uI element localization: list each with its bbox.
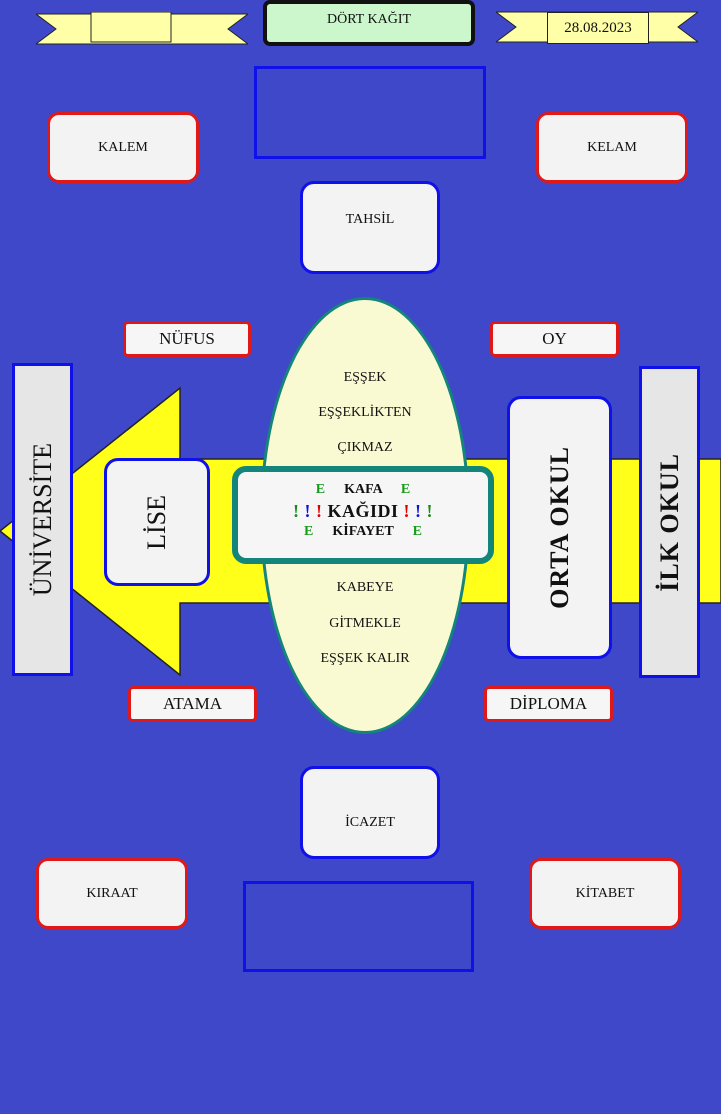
tahsil-box: TAHSİL	[300, 181, 440, 274]
e-mark: E	[304, 524, 314, 539]
kafa-text: KAFA	[344, 482, 382, 497]
empty-bottom-box	[243, 881, 474, 972]
oval-line-5: GİTMEKLE	[329, 616, 401, 631]
universite-text: ÜNİVERSİTE	[27, 442, 57, 597]
oval-line-6: EŞŞEK KALIR	[320, 651, 410, 666]
bang-mark: !	[292, 501, 300, 521]
kitabet-box: KİTABET	[529, 858, 681, 929]
orta-okul-box: ORTA OKUL	[507, 396, 612, 659]
icazet-box: İCAZET	[300, 766, 440, 859]
card-line-2: ! ! ! KAĞIDI ! ! !	[238, 501, 488, 522]
e-mark: E	[412, 524, 422, 539]
e-mark: E	[315, 482, 326, 497]
oval-line-3: ÇIKMAZ	[337, 440, 393, 455]
ilk-okul-box: İLK OKUL	[639, 366, 700, 678]
bang-mark: !	[415, 501, 422, 521]
kifayet-text: KİFAYET	[332, 524, 394, 539]
bang-mark: !	[403, 501, 410, 521]
ilk-okul-text: İLK OKUL	[654, 452, 684, 592]
bang-mark: !	[315, 501, 323, 521]
card-line-3: E KİFAYET E	[238, 524, 488, 540]
kagidi-text: KAĞIDI	[327, 501, 399, 521]
diploma-label: DİPLOMA	[484, 686, 613, 722]
kalem-box: KALEM	[47, 112, 199, 183]
kiraat-box: KIRAAT	[36, 858, 188, 929]
lise-box: LİSE	[104, 458, 210, 586]
atama-label: ATAMA	[128, 686, 257, 722]
center-card: E KAFA E ! ! ! KAĞIDI ! ! ! E KİFAYET E	[232, 466, 494, 564]
universite-box: ÜNİVERSİTE	[12, 363, 73, 676]
date-label: 28.08.2023	[547, 12, 649, 44]
card-line-1: E KAFA E	[238, 482, 488, 498]
left-ribbon	[36, 12, 248, 45]
bang-mark: !	[304, 501, 311, 521]
bang-mark: !	[426, 501, 433, 521]
oval-line-2: EŞŞEKLİKTEN	[318, 405, 412, 420]
empty-top-box	[254, 66, 486, 159]
lise-text: LİSE	[142, 494, 171, 550]
oval-line-1: EŞŞEK	[343, 370, 387, 385]
oy-label: OY	[490, 321, 619, 357]
orta-okul-text: ORTA OKUL	[544, 446, 574, 609]
e-mark: E	[400, 482, 411, 497]
oval-line-4: KABEYE	[336, 580, 394, 595]
nufus-label: NÜFUS	[123, 321, 251, 357]
kelam-box: KELAM	[536, 112, 688, 183]
page-title: DÖRT KAĞIT	[263, 0, 475, 46]
